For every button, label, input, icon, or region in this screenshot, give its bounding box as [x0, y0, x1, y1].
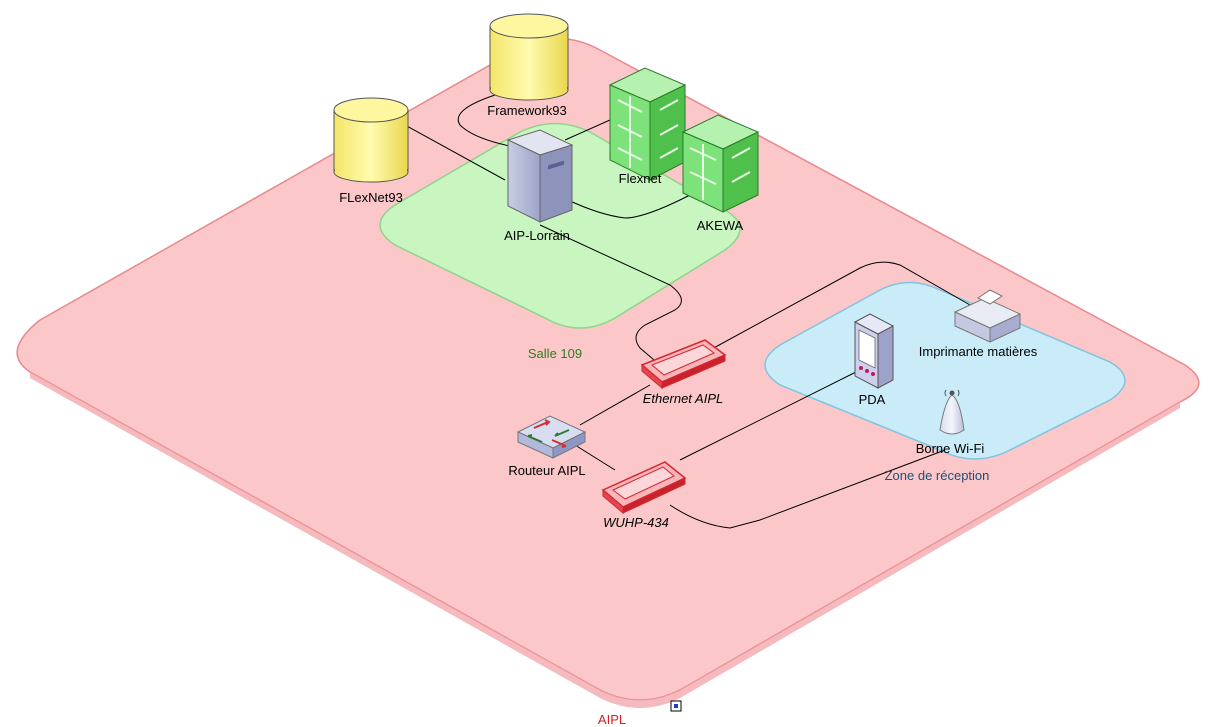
label-aipl-zone: AIPL — [598, 712, 626, 727]
connections — [404, 94, 971, 529]
server-icon[interactable] — [506, 129, 574, 223]
wifi-antenna-icon[interactable] — [939, 389, 965, 435]
label-wifi: Borne Wi-Fi — [916, 441, 985, 456]
label-akewa: AKEWA — [697, 218, 744, 233]
firewall-icon[interactable] — [640, 339, 727, 390]
link-ethernet-printer — [709, 261, 971, 351]
database-icon[interactable] — [489, 13, 569, 101]
link-server-akewa — [567, 194, 691, 219]
label-ethernet-aipl: Ethernet AIPL — [643, 391, 723, 406]
link-wuhp-wifi — [669, 449, 946, 529]
label-aip-lorrain: AIP-Lorrain — [504, 228, 570, 243]
link-server-ethernet — [539, 224, 682, 366]
database-icon[interactable] — [333, 97, 409, 183]
label-zone-reception: Zone de réception — [885, 468, 990, 483]
link-flexnet93-server — [404, 124, 506, 181]
label-flexnet93: FLexNet93 — [339, 190, 403, 205]
pda-icon[interactable] — [853, 313, 895, 389]
printer-icon[interactable] — [953, 289, 1022, 343]
firewall-icon[interactable] — [601, 461, 687, 515]
shape-handle-icon[interactable] — [670, 700, 682, 712]
link-router-wuhp — [574, 444, 616, 471]
label-salle-109: Salle 109 — [528, 346, 582, 361]
label-printer: Imprimante matières — [919, 344, 1038, 359]
label-wuhp-434: WUHP-434 — [603, 515, 669, 530]
router-icon[interactable] — [516, 415, 587, 459]
link-wuhp-pda — [679, 369, 861, 461]
module-icon[interactable] — [681, 114, 760, 213]
label-pda: PDA — [859, 392, 886, 407]
zone-aipl — [16, 37, 1200, 708]
label-router: Routeur AIPL — [508, 463, 585, 478]
label-framework93: Framework93 — [487, 103, 566, 118]
module-icon[interactable] — [608, 67, 687, 181]
link-server-flexnet — [564, 119, 611, 141]
link-framework-server — [457, 94, 521, 149]
label-flexnet: Flexnet — [619, 171, 662, 186]
link-router-ethernet — [579, 384, 651, 426]
